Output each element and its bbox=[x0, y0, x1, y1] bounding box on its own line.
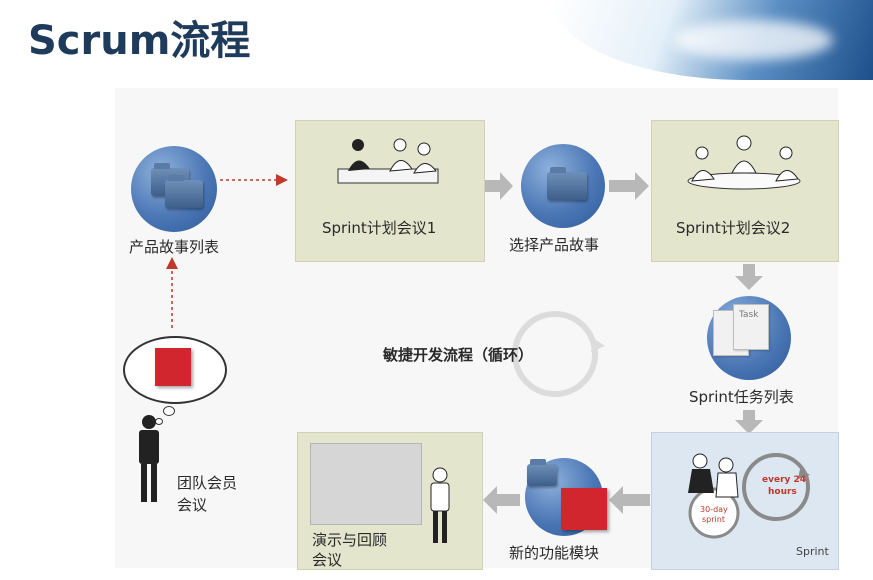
slide-title: Scrum流程 bbox=[28, 18, 251, 64]
red-box-icon bbox=[155, 348, 191, 386]
label-cycle: 敏捷开发流程（循环） bbox=[383, 346, 534, 364]
label-sprint-planning-2: Sprint计划会议2 bbox=[676, 219, 791, 237]
panel-demo-retro: 演示与回顾 会议 bbox=[297, 432, 483, 570]
label-sprint-planning-1: Sprint计划会议1 bbox=[322, 219, 437, 237]
label-every24-1: every 24 bbox=[762, 475, 807, 485]
label-sprint-badge-2: sprint bbox=[702, 515, 725, 524]
label-demo-retro-1: 演示与回顾 bbox=[312, 531, 388, 549]
folder-icon bbox=[165, 175, 203, 208]
person-icon bbox=[430, 467, 450, 543]
panel-sprint-planning-1: Sprint计划会议1 bbox=[295, 120, 485, 262]
red-box-icon bbox=[561, 488, 607, 530]
arrow-sprint-to-features bbox=[609, 486, 650, 514]
label-demo-retro-2: 会议 bbox=[312, 551, 343, 569]
task-pages-icon bbox=[733, 304, 769, 350]
scrum-diagram: 产品故事列表 Sprint计划会议1 选择产品故事 Sprint计划会议2 bbox=[115, 88, 839, 570]
arrows-layer bbox=[166, 172, 763, 514]
person-icon bbox=[139, 415, 159, 502]
label-team-meeting-1: 团队会员 bbox=[177, 474, 238, 492]
meeting-people-icon bbox=[687, 135, 801, 190]
arrow-planning1-to-select bbox=[485, 172, 513, 200]
folder-icon bbox=[527, 459, 557, 486]
label-sprint-caption: Sprint bbox=[796, 545, 829, 558]
thought-dot bbox=[163, 406, 175, 416]
label-sprint-badge-1: 30-day bbox=[700, 505, 728, 514]
panel-sprint: every 24 hours 30-day sprint Sprint bbox=[651, 432, 839, 570]
label-new-features: 新的功能模块 bbox=[509, 544, 600, 562]
label-sprint-backlog: Sprint任务列表 bbox=[689, 388, 794, 406]
label-select-stories: 选择产品故事 bbox=[509, 236, 600, 254]
arrow-select-to-planning2 bbox=[609, 172, 649, 200]
arrow-planning2-to-backlog bbox=[735, 264, 763, 290]
meeting-people-icon bbox=[337, 138, 439, 184]
label-task-card: Task bbox=[739, 310, 759, 320]
sprint-cycle-icon bbox=[688, 453, 810, 539]
thought-bubble bbox=[123, 336, 227, 404]
cycle-arrow-icon bbox=[512, 311, 605, 397]
panel-sprint-planning-2: Sprint计划会议2 bbox=[651, 120, 839, 262]
label-team-meeting-2: 会议 bbox=[177, 496, 208, 514]
demo-board-icon bbox=[310, 443, 422, 525]
arrow-backlog-to-sprint bbox=[735, 410, 763, 434]
folder-icon bbox=[547, 167, 587, 200]
label-product-backlog: 产品故事列表 bbox=[129, 238, 220, 256]
arrow-features-to-demo bbox=[483, 486, 520, 514]
label-every24-2: hours bbox=[768, 487, 797, 497]
